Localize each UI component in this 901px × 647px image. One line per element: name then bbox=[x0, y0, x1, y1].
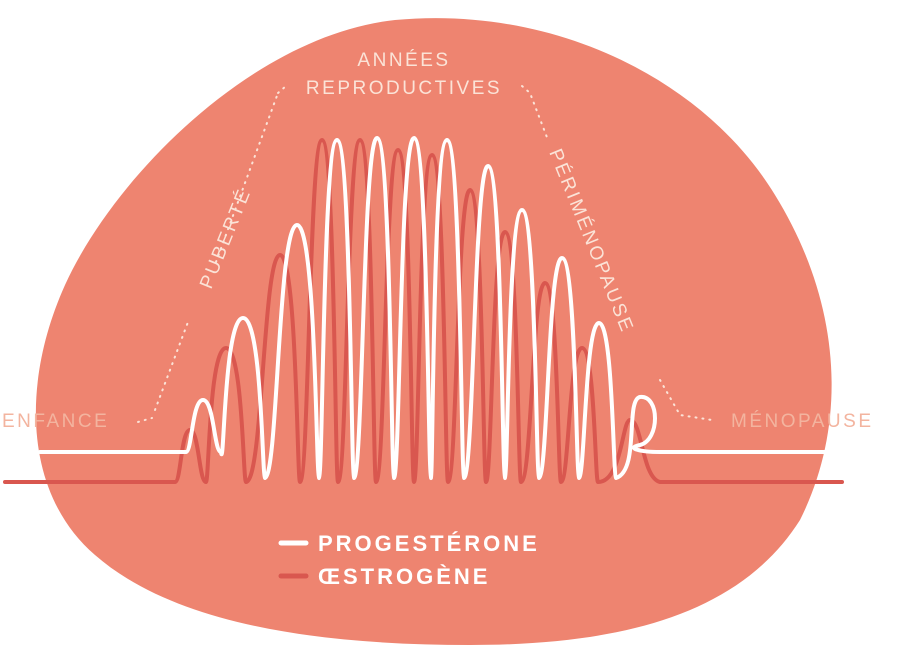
label-menopause: MÉNOPAUSE bbox=[731, 411, 874, 432]
progesterone-line bbox=[38, 136, 842, 480]
legend-label-progesterone: PROGESTÉRONE bbox=[318, 531, 540, 556]
legend-label-estrogen: ŒSTROGÈNE bbox=[318, 564, 490, 589]
dotted-line-puberty bbox=[154, 92, 279, 411]
dotted-line-perimenopause bbox=[659, 379, 713, 421]
dotted-line-top-left bbox=[277, 85, 287, 94]
dotted-line-childhood bbox=[137, 417, 153, 423]
estrogen-line bbox=[3, 138, 844, 484]
label-reproductives: REPRODUCTIVES bbox=[306, 78, 502, 99]
phase-outline bbox=[137, 85, 713, 423]
legend: PROGESTÉRONE ŒSTROGÈNE bbox=[278, 531, 540, 589]
label-enfance: ENFANCE bbox=[2, 411, 109, 432]
label-annees: ANNÉES bbox=[357, 50, 450, 71]
